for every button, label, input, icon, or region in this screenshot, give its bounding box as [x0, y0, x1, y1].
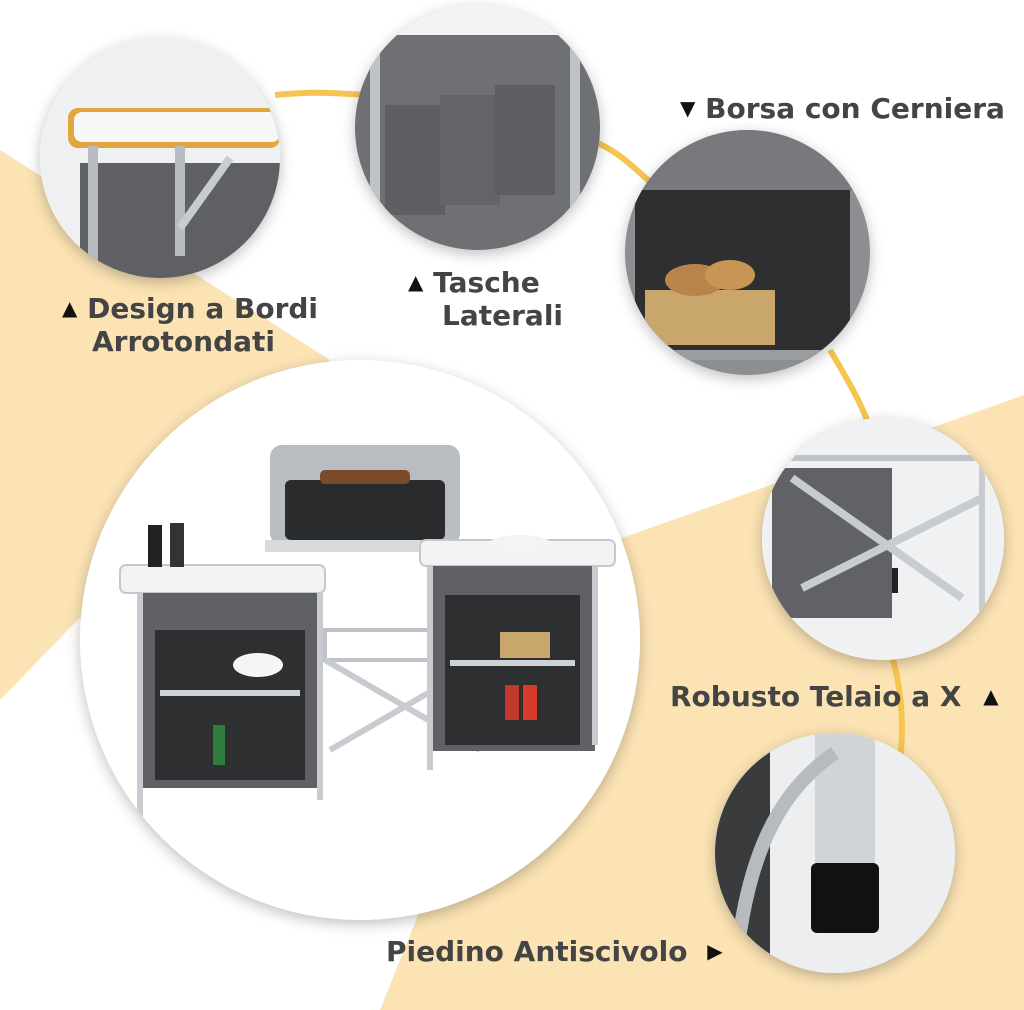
label-anti-slip-foot-text: Piedino Antiscivolo [386, 935, 688, 968]
rounded-edges-photo [40, 38, 280, 278]
label-zipper-bag: ▼ Borsa con Cerniera [680, 92, 1005, 125]
label-x-frame-text: Robusto Telaio a X [670, 680, 962, 713]
label-anti-slip-foot: Piedino Antiscivolo ▶ [386, 935, 723, 968]
anti-slip-foot-photo [715, 733, 955, 973]
side-pockets-photo [355, 5, 600, 250]
label-side-pockets-line2: Laterali [442, 299, 564, 332]
camp-kitchen-photo [80, 360, 640, 920]
x-frame-photo [762, 418, 1004, 660]
connector-line [274, 89, 905, 761]
triangle-up-icon: ▲ [62, 296, 78, 320]
label-side-pockets-line1: Tasche [433, 266, 540, 299]
label-x-frame: Robusto Telaio a X ▲ [670, 680, 999, 713]
label-side-pockets: ▲ Tasche Laterali [408, 266, 563, 332]
label-rounded-edges-line1: Design a Bordi [87, 292, 319, 325]
triangle-up-icon: ▲ [983, 684, 999, 708]
triangle-down-icon: ▼ [680, 96, 696, 120]
label-rounded-edges: ▲ Design a Bordi Arrotondati [62, 292, 318, 358]
triangle-up-icon: ▲ [408, 270, 424, 294]
triangle-right-icon: ▶ [707, 939, 723, 963]
peach-band-upper [0, 150, 330, 700]
label-rounded-edges-line2: Arrotondati [92, 325, 275, 358]
label-zipper-bag-text: Borsa con Cerniera [705, 92, 1005, 125]
zipper-bag-photo [625, 130, 870, 375]
